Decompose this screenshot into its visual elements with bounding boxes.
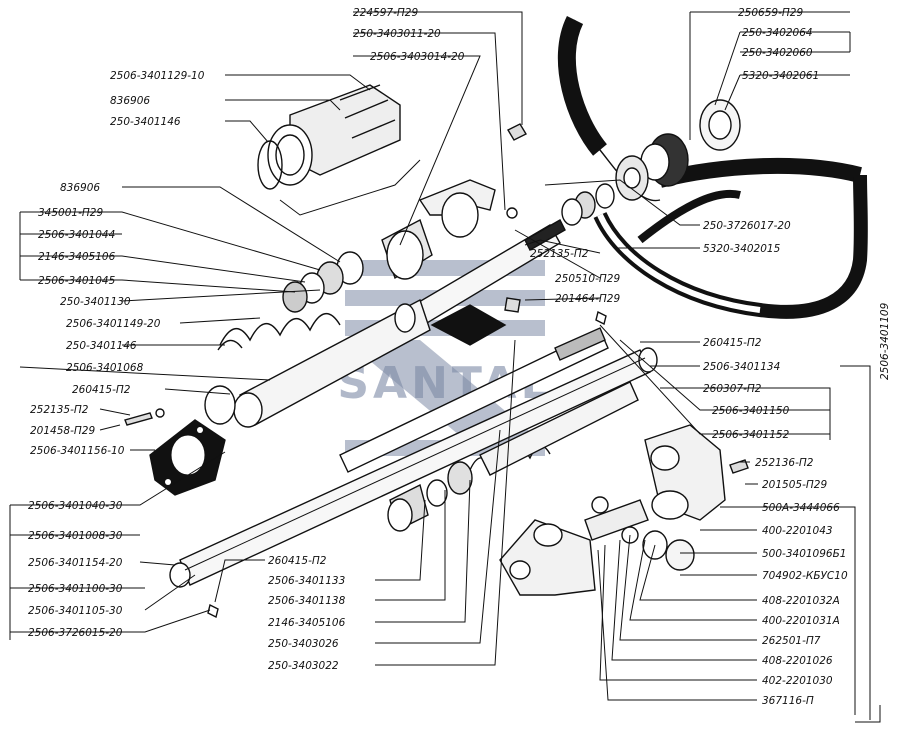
part-labels: 224597-П29 250-3403011-20 2506-3403014-2…: [28, 7, 891, 707]
part-label: 2506-3726015-20: [28, 627, 123, 639]
cardan-yoke-lower: [499, 519, 596, 596]
part-label: 2506-3401105-30: [28, 605, 123, 617]
part-label: 400-2201043: [762, 525, 833, 537]
part-label: 5320-3402015: [703, 243, 781, 255]
part-label: 408-2201032А: [762, 595, 840, 607]
cardan-yoke-upper: [644, 424, 726, 521]
part-label: 2506-3403014-20: [370, 51, 465, 63]
part-label: 2506-3401129-10: [110, 70, 205, 82]
part-label: 2506-3401040-30: [28, 500, 123, 512]
part-label: 836906: [110, 95, 150, 107]
spring-seal-set: [217, 251, 364, 351]
cardan-cross: [584, 496, 695, 571]
part-label: 5320-3402061: [742, 70, 819, 82]
part-label: 262501-П7: [762, 635, 821, 647]
part-label: 500А-3444066: [762, 502, 840, 514]
part-label: 260415-П2: [72, 384, 131, 396]
part-label: 2506-3401044: [38, 229, 115, 241]
part-label: 260307-П2: [703, 383, 762, 395]
mounting-flange: [149, 419, 226, 496]
part-label: 367116-П: [762, 695, 814, 707]
part-label: 2506-3401100-30: [28, 583, 123, 595]
part-label: 2506-3401154-20: [28, 557, 123, 569]
part-label: 201458-П29: [30, 425, 95, 437]
upper-bushing-group: [257, 84, 421, 216]
part-label: 2506-3401150: [712, 405, 790, 417]
part-label: 2506-3401045: [38, 275, 116, 287]
part-label: 2506-3401134: [703, 361, 780, 373]
part-label: 2506-3401133: [268, 575, 345, 587]
part-label: 250-3403011-20: [353, 28, 441, 40]
part-label: 2506-3401109: [879, 302, 891, 380]
part-label: 250-3403022: [268, 660, 339, 672]
column-clamp-bracket: [418, 179, 496, 238]
part-label: 2146-3405106: [268, 617, 346, 629]
part-label: 201505-П29: [762, 479, 827, 491]
steering-wheel-hub: [507, 99, 741, 201]
intermediate-spring: [469, 381, 639, 476]
part-label: 250-3403026: [268, 638, 339, 650]
part-label: 250-3401146: [66, 340, 137, 352]
part-label: 2506-3401149-20: [66, 318, 161, 330]
part-label: 402-2201030: [762, 675, 833, 687]
part-label: 250659-П29: [738, 7, 803, 19]
part-label: 250-3402064: [742, 27, 813, 39]
part-label: 252136-П2: [755, 457, 814, 469]
part-label: 500-3401096Б1: [762, 548, 846, 560]
lower-bushings: [387, 461, 473, 532]
part-label: 704902-КБУС10: [762, 570, 848, 582]
bolt-washer-left: [124, 408, 165, 426]
steering-wheel: [557, 15, 868, 319]
part-label: 345001-П29: [38, 207, 103, 219]
part-label: 201464-П29: [555, 293, 620, 305]
part-label: 250-3726017-20: [703, 220, 791, 232]
rubber-pad: [430, 304, 507, 346]
part-label: 260415-П2: [268, 555, 327, 567]
part-label: 408-2201026: [762, 655, 833, 667]
part-label: 250-3401130: [60, 296, 131, 308]
part-label: 2506-3401008-30: [28, 530, 123, 542]
part-label: 2146-3405106: [38, 251, 116, 263]
part-label: 250510-П29: [555, 273, 620, 285]
part-label: 2506-3401138: [268, 595, 346, 607]
part-label: 252135-П2: [530, 248, 589, 260]
part-label: 252135-П2: [30, 404, 89, 416]
leader-lines: [9, 11, 881, 723]
part-label: 2506-3401156-10: [30, 445, 125, 457]
part-label: 260415-П2: [703, 337, 762, 349]
rubber-bush: [381, 218, 433, 280]
lower-column-housing: [204, 298, 431, 428]
part-label: 400-2201031А: [762, 615, 840, 627]
part-label: 2506-3401068: [66, 362, 144, 374]
shaft-nut-washer: [561, 183, 615, 226]
part-label: 836906: [60, 182, 100, 194]
outer-column-tube: [169, 347, 658, 588]
part-label: 2506-3401152: [712, 429, 790, 441]
part-label: 250-3401146: [110, 116, 181, 128]
part-label: 250-3402060: [742, 47, 813, 59]
part-label: 224597-П29: [353, 7, 418, 19]
